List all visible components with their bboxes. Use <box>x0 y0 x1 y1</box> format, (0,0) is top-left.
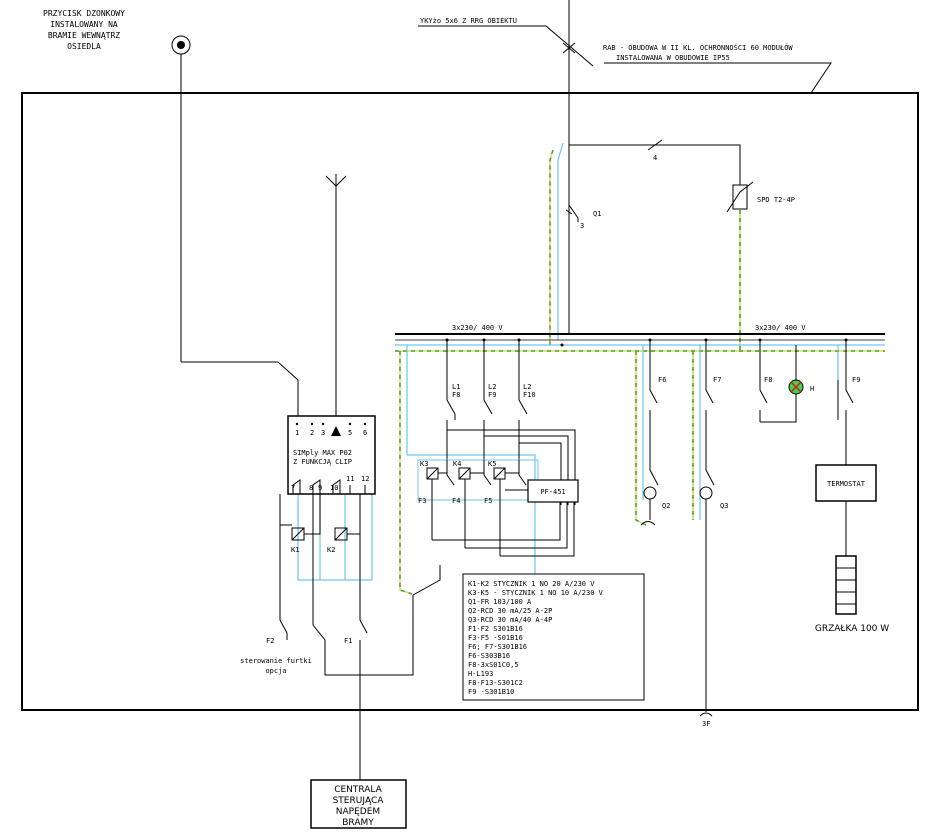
legend-line: F3-F5 -S01B16 <box>468 634 523 642</box>
q1-number: 3 <box>580 222 584 230</box>
k2-label: K2 <box>327 546 335 554</box>
spd-branch: 4 SPD T2-4P <box>569 139 795 213</box>
enclosure-description: RAB - OBUDOWA W II KL. OCHRONNOŚCI 60 MO… <box>603 43 832 94</box>
legend-line: Q3-RCD 30 mA/40 A-4P <box>468 616 552 624</box>
f7-q3-branch: F7 Q3 3F <box>699 340 728 728</box>
doorbell-desc-line: INSTALOWANY NA <box>50 20 118 29</box>
q1-main-switch: Q1 3 <box>565 145 601 334</box>
controller-line: NAPĘDEM <box>336 807 380 817</box>
wire-count-label: 4 <box>653 154 657 162</box>
legend-line: F6; F7-S301B16 <box>468 643 527 651</box>
simply-terminal: 10 <box>330 484 338 492</box>
l1-label: L1 <box>452 383 460 391</box>
incoming-cable-label: YKYżo 5x6 Z RRG OBIEKTU <box>420 17 517 25</box>
simply-terminal: 12 <box>361 475 369 483</box>
f6-label: F6 <box>658 376 666 384</box>
l3-label: L2 <box>523 383 531 391</box>
legend-line: K1-K2 STYCZNIK 1 NO 20 A/230 V <box>468 580 595 588</box>
f6-q2-branch: F6 Q2 <box>640 340 670 526</box>
wicket-label: sterowanie furtki <box>240 657 312 665</box>
main-bus-bar: 3x230/ 400 V 3x230/ 400 V <box>395 324 885 347</box>
f7-label: F7 <box>713 376 721 384</box>
f9-label: F9 <box>852 376 860 384</box>
h-label: H <box>810 385 814 393</box>
l3-fuse: F10 <box>523 391 536 399</box>
k5-label: K5 <box>488 460 496 468</box>
doorbell-desc-line: OSIEDLA <box>67 42 101 51</box>
controller-line: CENTRALA <box>334 785 382 795</box>
legend-line: H-L193 <box>468 670 493 678</box>
f2-label: F2 <box>266 637 274 645</box>
incoming-cable: YKYżo 5x6 Z RRG OBIEKTU <box>418 0 594 332</box>
relays-k1-k2: K1 K2 <box>279 494 441 676</box>
legend-line: F8-F13-S301C2 <box>468 679 523 687</box>
wicket-label: opcja <box>265 667 286 675</box>
doorbell-desc-line: PRZYCISK DZONKOWY <box>43 9 125 18</box>
k3-label: K3 <box>420 460 428 468</box>
f5-label: F5 <box>484 497 492 505</box>
q3-label: Q3 <box>720 502 728 510</box>
contactor-group: K3 K4 K5 F3 F4 F5 PF-451 <box>417 459 579 557</box>
f1-label: F1 <box>344 637 352 645</box>
spd-label: SPD T2-4P <box>757 196 795 204</box>
antenna-icon <box>325 174 347 420</box>
simply-terminal: 5 <box>348 429 352 437</box>
k4-label: K4 <box>453 460 461 468</box>
f8-label: F8 <box>764 376 772 384</box>
l2-label: L2 <box>488 383 496 391</box>
bus-voltage-left: 3x230/ 400 V <box>452 324 503 332</box>
simply-terminal: 8 <box>309 484 313 492</box>
component-legend: K1-K2 STYCZNIK 1 NO 20 A/230 V K3-K5 - S… <box>462 573 645 701</box>
legend-line: F6-S303B16 <box>468 652 510 660</box>
f4-label: F4 <box>452 497 460 505</box>
k1-label: K1 <box>291 546 299 554</box>
doorbell-desc-line: BRAMIE WEWNĄTRZ <box>48 31 120 40</box>
simply-model-line: Z FUNKCJĄ CLIP <box>293 458 352 466</box>
doorbell-button-description: PRZYCISK DZONKOWY INSTALOWANY NA BRAMIE … <box>43 9 125 51</box>
heater-label: GRZAŁKA 100 W <box>815 624 889 634</box>
f3-label: F3 <box>418 497 426 505</box>
gate-controller-box: CENTRALA STERUJĄCA NAPĘDEM BRAMY <box>310 779 407 829</box>
legend-line: F9 -S301B10 <box>468 688 514 696</box>
simply-terminal: 11 <box>346 475 354 483</box>
legend-line: Q1-FR 103/100 A <box>468 598 532 606</box>
simply-terminal: 6 <box>363 429 367 437</box>
simply-terminal: 1 <box>295 429 299 437</box>
q1-label: Q1 <box>593 210 601 218</box>
l1-fuse: F8 <box>452 391 460 399</box>
simply-terminal: 2 <box>310 429 314 437</box>
3f-label: 3F <box>702 720 710 728</box>
legend-line: F8-3xS01C0,5 <box>468 661 519 669</box>
f8-lamp-branch: F8 H <box>759 340 814 423</box>
enclosure-desc-line: INSTALOWANA W OBUDOWIE IP55 <box>616 54 730 62</box>
legend-line: Q2-RCD 30 mA/25 A-2P <box>468 607 552 615</box>
q2-label: Q2 <box>662 502 670 510</box>
enclosure-desc-line: RAB - OBUDOWA W II KL. OCHRONNOŚCI 60 MO… <box>603 43 793 52</box>
simply-model-line: SIMply MAX P02 <box>293 449 352 457</box>
pe-n-conductors <box>297 142 885 595</box>
simply-max-module: 1 2 3 5 6 SIMply MAX P02 Z FUNKCJĄ CLIP … <box>181 361 376 495</box>
thermostat-label: TERMOSTAT <box>827 480 866 488</box>
simply-terminal: 3 <box>321 429 325 437</box>
f9-heater-branch: F9 TERMOSTAT GRZAŁKA 100 W <box>815 340 889 634</box>
legend-line: K3-K5 - STYCZNIK 1 NO 10 A/230 V <box>468 589 604 597</box>
doorbell-button-symbol <box>171 35 191 362</box>
bus-voltage-right: 3x230/ 400 V <box>755 324 806 332</box>
legend-line: F1-F2 S301B16 <box>468 625 523 633</box>
l2-fuse: F9 <box>488 391 496 399</box>
controller-line: STERUJĄCA <box>333 796 385 806</box>
enclosure-frame <box>21 92 919 711</box>
f1-f2-breakers: F2 F1 sterowanie furtki opcja <box>240 619 368 780</box>
controller-line: BRAMY <box>342 818 374 828</box>
pf451-label: PF-451 <box>540 488 565 496</box>
